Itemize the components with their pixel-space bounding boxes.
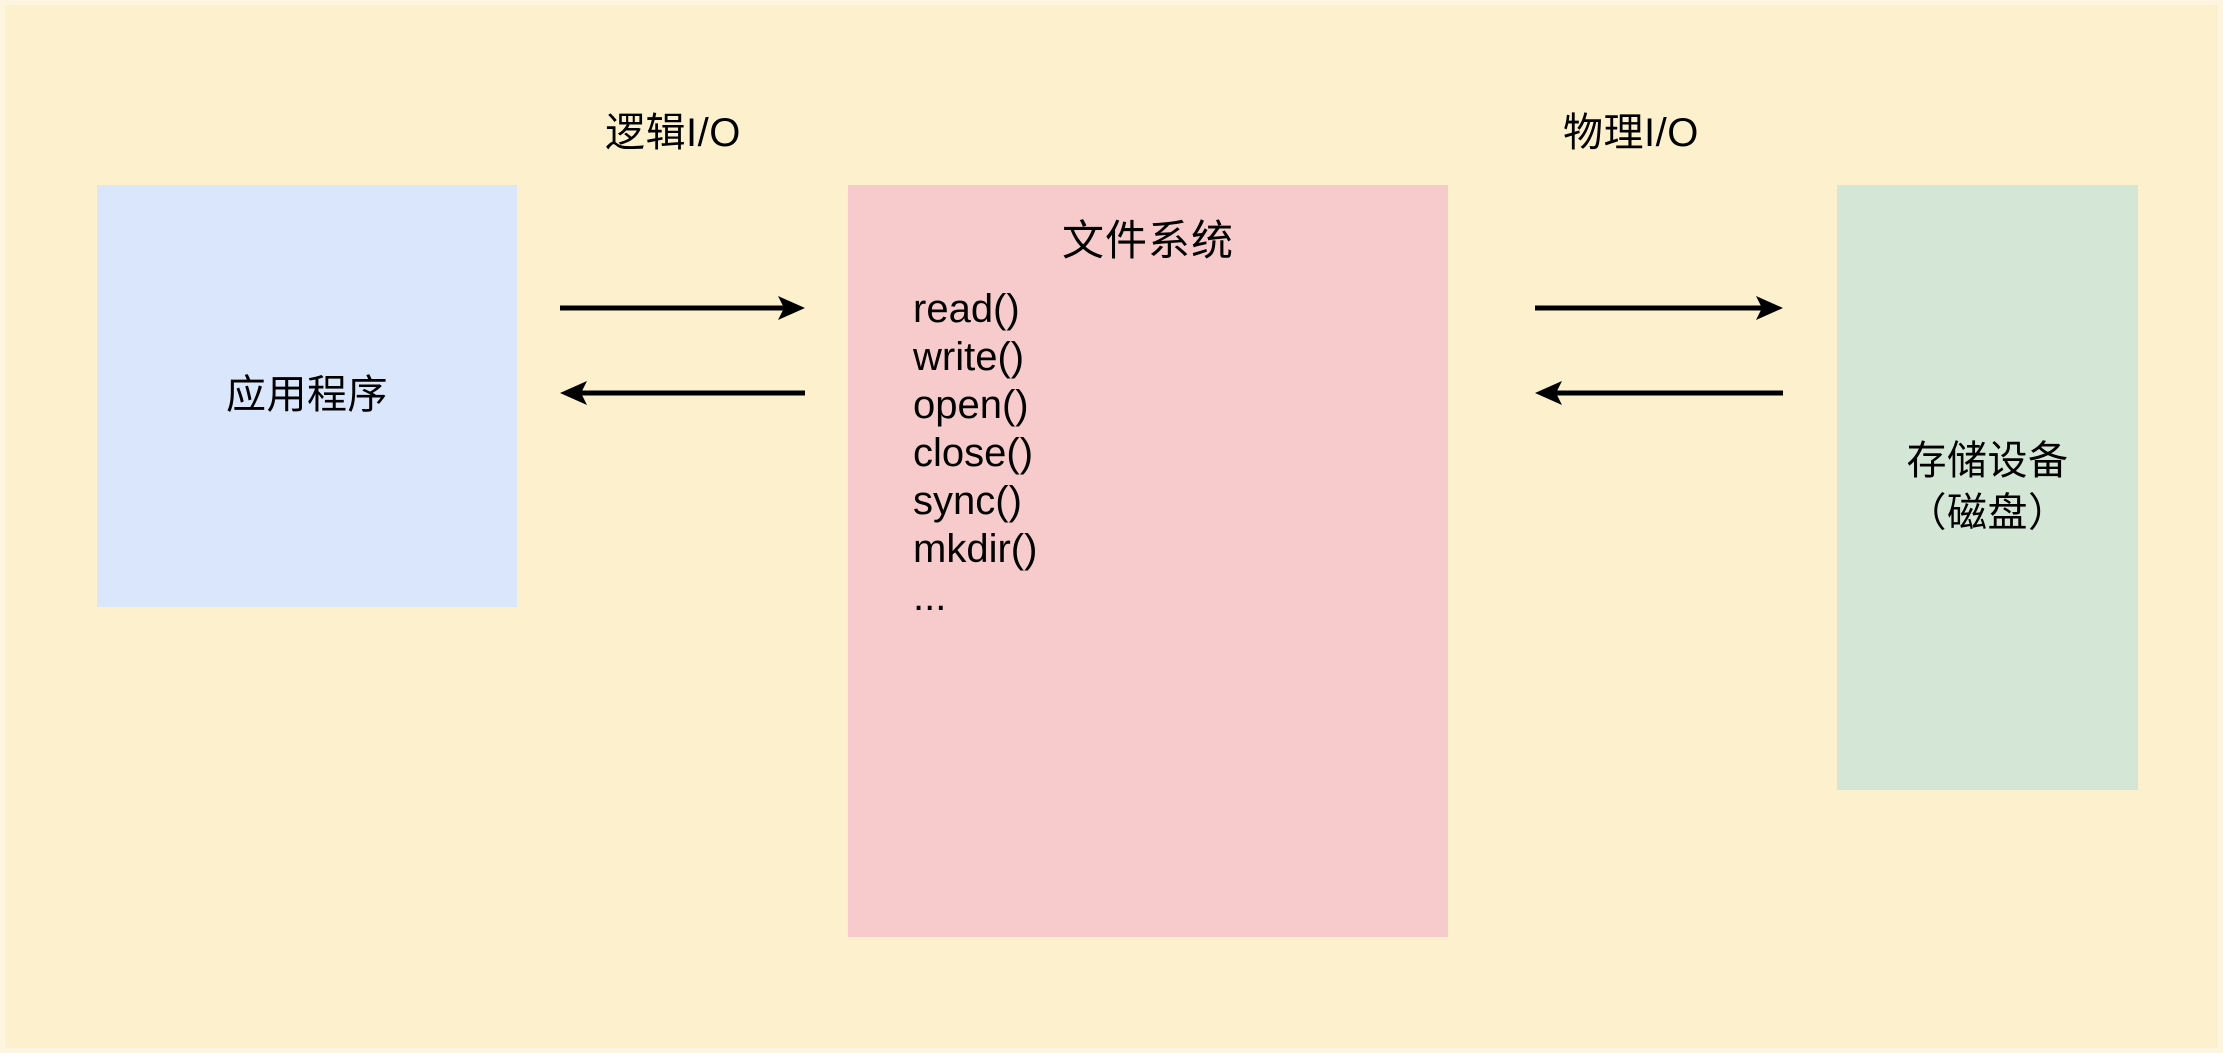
list-item: ...: [913, 575, 947, 619]
block-storage-label: 存储设备 （磁盘）: [1906, 439, 2069, 535]
block-application-label: 应用程序: [226, 373, 388, 418]
physical-io-label: 物理I/O: [1563, 111, 1699, 155]
list-item: write(): [913, 335, 1025, 379]
list-item: open(): [913, 383, 1029, 427]
arrow-logical-response[interactable]: [560, 373, 805, 413]
list-item: read(): [913, 287, 1020, 331]
list-item: close(): [913, 431, 1034, 475]
filesystem-call-list: read() write() open() close() sync() mkd…: [913, 285, 1037, 621]
block-storage[interactable]: 存储设备 （磁盘）: [1837, 185, 2138, 790]
block-filesystem-title: 文件系统: [1061, 217, 1234, 264]
block-application[interactable]: 应用程序: [97, 185, 517, 607]
block-filesystem[interactable]: 文件系统 read() write() open() close() sync(…: [848, 185, 1448, 937]
arrow-physical-response[interactable]: [1535, 373, 1783, 413]
list-item: mkdir(): [913, 527, 1038, 571]
logical-io-label: 逻辑I/O: [605, 111, 741, 155]
arrow-logical-request[interactable]: [560, 288, 805, 328]
arrow-physical-request[interactable]: [1535, 288, 1783, 328]
list-item: sync(): [913, 479, 1022, 523]
